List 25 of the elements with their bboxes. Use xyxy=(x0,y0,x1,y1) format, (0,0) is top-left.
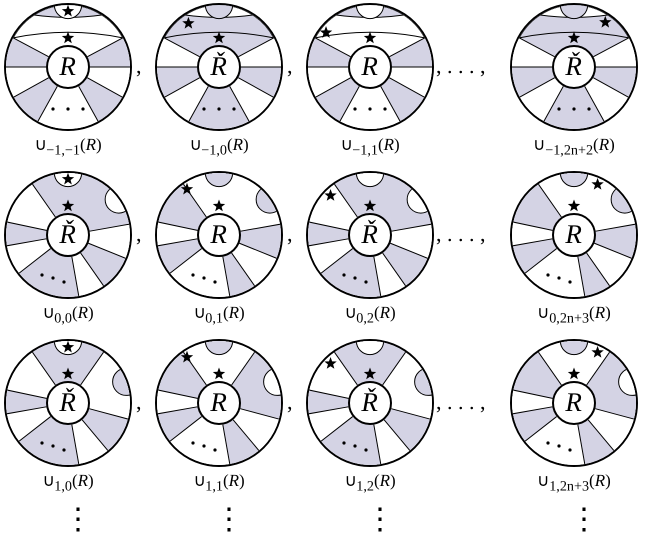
ellipsis: , . . . , xyxy=(436,55,486,77)
ellipsis: , . . . , xyxy=(436,391,486,413)
diagram-label: ∪$_{0,1}$(R) xyxy=(193,302,245,328)
diagram-label: ∪$_{0,2}$(R) xyxy=(344,302,396,328)
vertical-ellipsis: ⋮ xyxy=(365,505,395,535)
diagram-label: ∪$_{−1,0}$(R) xyxy=(189,134,249,160)
diagram-label: ∪$_{−1,−1}$(R) xyxy=(34,134,102,160)
diagram-label: ∪$_{1,2}$(R) xyxy=(344,470,396,496)
comma: , xyxy=(136,391,142,413)
comma: , xyxy=(287,391,292,413)
diagram-label: ∪$_{1,1}$(R) xyxy=(193,470,245,496)
diagram-label: ∪$_{0,0}$(R) xyxy=(42,302,94,328)
comma: , xyxy=(136,223,142,245)
diagram-label: ∪$_{1,0}$(R) xyxy=(42,470,94,496)
comma: , xyxy=(287,55,292,77)
ellipsis: , . . . , xyxy=(436,223,486,245)
vertical-ellipsis: ⋮ xyxy=(214,505,244,535)
diagram-label: ∪$_{−1,1}$(R) xyxy=(340,134,400,160)
comma: , xyxy=(136,55,142,77)
vertical-ellipsis: ⋮ xyxy=(569,505,599,535)
diagram-label: ∪$_{0,2n+3}$(R) xyxy=(537,302,611,328)
vertical-ellipsis: ⋮ xyxy=(63,505,93,535)
diagram-label: ∪$_{1,2n+3}$(R) xyxy=(537,470,611,496)
diagram-label: ∪$_{−1,2n+2}$(R) xyxy=(533,134,615,160)
comma: , xyxy=(287,223,292,245)
